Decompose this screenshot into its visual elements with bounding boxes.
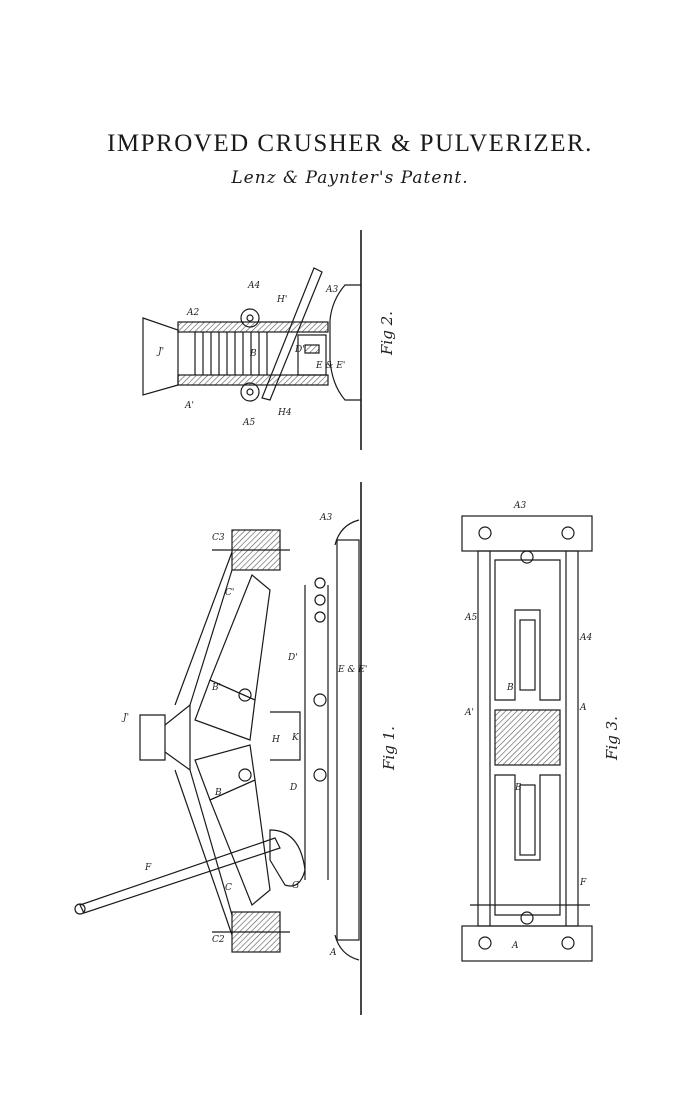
- figure-1: [74, 482, 362, 1015]
- fig2-boss-top-pin: [246, 314, 254, 322]
- fig3-label-a5: A5: [464, 613, 477, 623]
- fig1-label-j1: J': [121, 713, 129, 723]
- page-title: IMPROVED CRUSHER & PULVERIZER.: [107, 130, 593, 157]
- figure-2: [142, 230, 362, 450]
- fig1-label-c: C: [225, 883, 232, 893]
- fig2-boss-bottom: [240, 382, 260, 402]
- fig3-label-f: F: [579, 878, 587, 888]
- fig3-bolt-3: [478, 936, 492, 950]
- fig3-nut-top: [520, 550, 534, 564]
- fig3-label-a1: A': [464, 708, 474, 718]
- fig1-label-d: D: [289, 783, 297, 793]
- fig2-label-b: B: [249, 349, 257, 359]
- fig1-label-k: K: [291, 733, 300, 743]
- fig2-label-a4: A4: [247, 281, 260, 291]
- fig1-label-h: H: [271, 735, 280, 745]
- fig1-caption: Fig 1.: [380, 726, 398, 771]
- fig3-jaw-lower: [494, 774, 561, 916]
- fig1-cam-lower: [313, 768, 327, 782]
- fig2-caption: Fig 2.: [378, 311, 396, 356]
- fig2-label-a5: A5: [242, 418, 255, 428]
- fig2-side-plate-bottom: [177, 374, 329, 386]
- fig2-lever: [261, 267, 323, 401]
- fig3-labels: A3 A5 A4 B' A' A B F A Fig 3.: [464, 501, 621, 951]
- fig1-link-hole-3: [314, 611, 326, 623]
- fig1-jaw-upper: [194, 679, 256, 741]
- fig1-label-a3: A3: [319, 513, 332, 523]
- fig3-end-plate-bottom: [461, 925, 593, 962]
- figure-3: [461, 515, 593, 962]
- fig1-label-d1: D': [287, 653, 298, 663]
- fig1-pivot-lower: [238, 768, 252, 782]
- fig1-label-a: A: [329, 948, 337, 958]
- fig3-jaw-upper: [494, 559, 561, 701]
- fig1-label-c3: C3: [212, 533, 225, 543]
- fig2-boss-top: [240, 308, 260, 328]
- fig2-label-a1: A': [184, 401, 194, 411]
- fig2-labels: A4 A2 H' A3 J' B D' E & E' A' A5 H4 Fig …: [156, 281, 396, 428]
- fig3-slot-lower: [519, 784, 536, 856]
- fig1-driver-g: [269, 829, 306, 887]
- patent-subtitle: Lenz & Paynter's Patent.: [231, 168, 469, 188]
- fig3-label-a-bottom: A: [511, 941, 519, 951]
- fig1-lever-f: [79, 837, 281, 914]
- fig2-toggle-link: [297, 334, 327, 376]
- fig2-label-a2: A2: [186, 308, 199, 318]
- fig1-link-hole-1: [314, 577, 326, 589]
- fig3-bolt-4: [561, 936, 575, 950]
- fig3-label-a4: A4: [579, 633, 592, 643]
- fig1-jaw-arm-upper: [209, 574, 271, 701]
- fig1-label-g: G: [292, 881, 299, 891]
- fig1-label-b1: B': [211, 683, 221, 693]
- fig2-label-d1: D': [294, 345, 305, 355]
- fig1-label-f: F: [144, 863, 152, 873]
- fig3-label-b1: B': [506, 683, 516, 693]
- fig2-label-h4: H4: [277, 408, 292, 418]
- fig1-cam-upper: [313, 693, 327, 707]
- fig3-bolt-2: [561, 526, 575, 540]
- fig1-label-b: B: [214, 788, 222, 798]
- fig1-pivot-upper: [238, 688, 252, 702]
- fig2-label-j1: J': [156, 347, 164, 357]
- fig1-bed-feet: [334, 519, 360, 961]
- fig3-bolt-1: [478, 526, 492, 540]
- fig1-tie-rod-upper-2: [189, 569, 233, 706]
- fig1-tie-rod-upper-1: [174, 551, 233, 706]
- fig2-label-a3: A3: [325, 285, 338, 295]
- fig3-caption: Fig 3.: [603, 716, 621, 761]
- fig3-label-a: A: [579, 703, 587, 713]
- fig3-label-b: B: [514, 783, 522, 793]
- fig2-base: [329, 284, 361, 401]
- fig1-hopper-throat: [164, 703, 191, 772]
- fig3-nut-bottom: [520, 911, 534, 925]
- fig3-end-plate-top: [461, 515, 593, 552]
- fig2-link-hatch: [304, 344, 320, 354]
- fig3-crushing-plates: [494, 709, 561, 766]
- fig2-boss-bottom-pin: [246, 388, 254, 396]
- fig3-slot-upper: [519, 619, 536, 691]
- fig1-label-c2: C2: [212, 935, 225, 945]
- fig1-label-c1: C': [225, 588, 234, 598]
- fig2-label-e: E & E': [315, 361, 345, 371]
- fig1-jaw-lower: [194, 744, 256, 801]
- fig1-labels: C3 A3 C' D' E & E' B' J' H K D B F G C C…: [121, 513, 398, 958]
- fig2-jaw-ribs: [194, 332, 268, 375]
- fig1-bed: [336, 539, 360, 941]
- fig1-crosshead: [270, 711, 301, 761]
- fig1-lever-eye: [74, 903, 86, 915]
- fig1-tie-rod-lower-1: [174, 769, 233, 936]
- fig2-label-h1: H': [276, 295, 287, 305]
- fig1-hopper: [139, 714, 166, 761]
- fig1-label-e: E & E': [337, 665, 367, 675]
- fig1-tie-rod-lower-2: [189, 769, 233, 916]
- fig1-link-hole-2: [314, 594, 326, 606]
- fig3-label-a3: A3: [513, 501, 526, 511]
